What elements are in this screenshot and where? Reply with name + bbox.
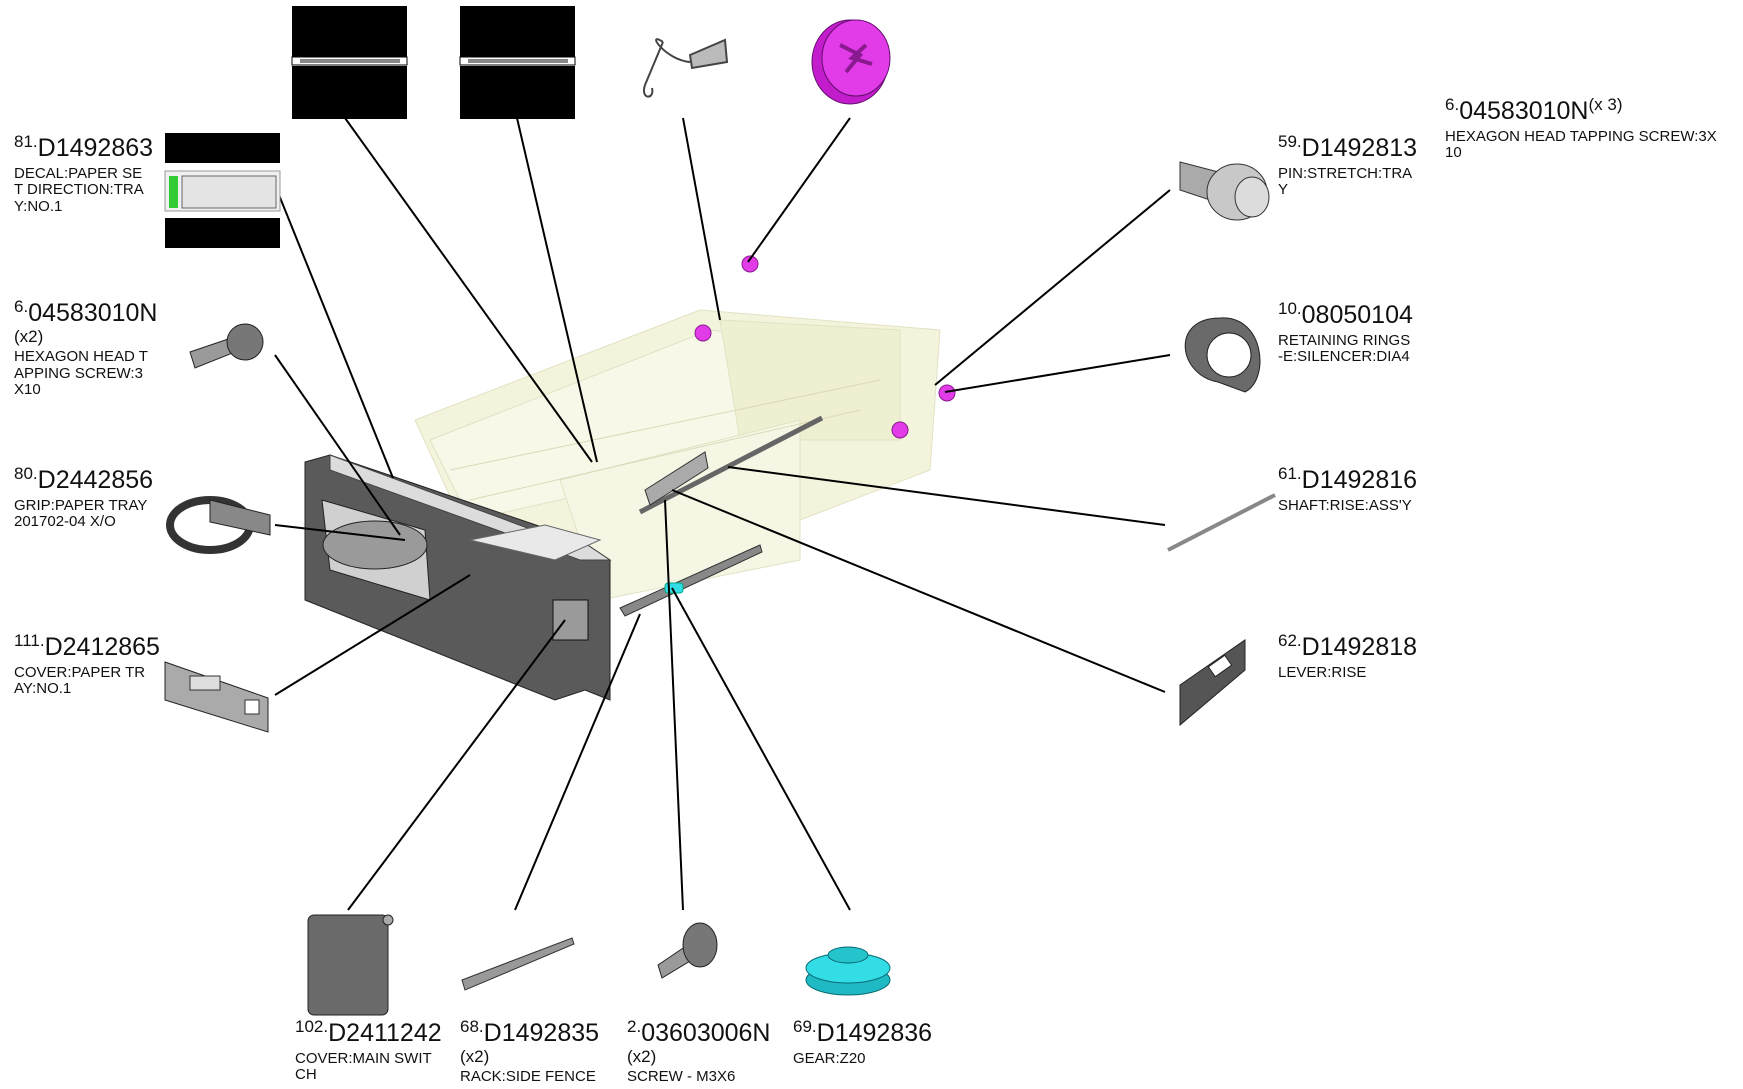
hex-screw-icon bbox=[189, 323, 264, 369]
part-label-59: 59.D1492813 PIN:STRETCH:TRA Y bbox=[1278, 132, 1418, 198]
paper-tray-cover-icon bbox=[164, 661, 269, 733]
part-label-80: 80.D2442856 GRIP:PAPER TRAY 201702-04 X/… bbox=[14, 464, 154, 530]
shaft-icon bbox=[1167, 493, 1276, 552]
decal-letter-icon bbox=[459, 6, 576, 119]
decal-a4-icon bbox=[291, 6, 408, 119]
spring-icon bbox=[642, 38, 729, 98]
grip-icon bbox=[166, 496, 271, 554]
lever-icon bbox=[1179, 639, 1246, 727]
part-label-61: 61.D1492816 SHAFT:RISE:ASS'Y bbox=[1278, 464, 1418, 514]
tray-markers bbox=[694, 255, 956, 439]
part-label-6-x3: 6.04583010N(x 3) HEXAGON HEAD TAPPING SC… bbox=[1445, 95, 1717, 161]
main-switch-cover-icon bbox=[307, 914, 394, 1016]
tray-internals bbox=[619, 415, 824, 617]
decal-paper-direction-icon bbox=[164, 133, 281, 248]
part-label-68: 68.D1492835 (x2) RACK:SIDE FENCE bbox=[460, 1017, 600, 1086]
tray-front bbox=[304, 454, 612, 701]
part-label-111: 111.D2412865 COVER:PAPER TR AY:NO.1 bbox=[14, 631, 160, 697]
part-label-6-x2: 6.04583010N (x2) HEXAGON HEAD T APPING S… bbox=[14, 297, 158, 399]
part-label-62: 62.D1492818 LEVER:RISE bbox=[1278, 631, 1418, 681]
retaining-ring-icon bbox=[1184, 317, 1261, 393]
gear-icon bbox=[805, 946, 891, 996]
part-label-2: 2.03603006N (x2) SCREW - M3X6 bbox=[627, 1017, 771, 1086]
part-label-102: 102.D2411242 COVER:MAIN SWIT CH bbox=[295, 1017, 442, 1083]
rack-icon bbox=[461, 937, 575, 991]
part-label-69: 69.D1492836 GEAR:Z20 bbox=[793, 1017, 933, 1067]
magenta-roller-icon bbox=[811, 19, 891, 105]
part-label-81: 81.D1492863 DECAL:PAPER SE T DIRECTION:T… bbox=[14, 132, 154, 215]
pin-icon bbox=[1179, 161, 1270, 221]
screw-icon bbox=[657, 922, 718, 979]
leader-lines bbox=[274, 117, 1171, 911]
part-label-10: 10.08050104 RETAINING RINGS -E:SILENCER:… bbox=[1278, 299, 1413, 365]
